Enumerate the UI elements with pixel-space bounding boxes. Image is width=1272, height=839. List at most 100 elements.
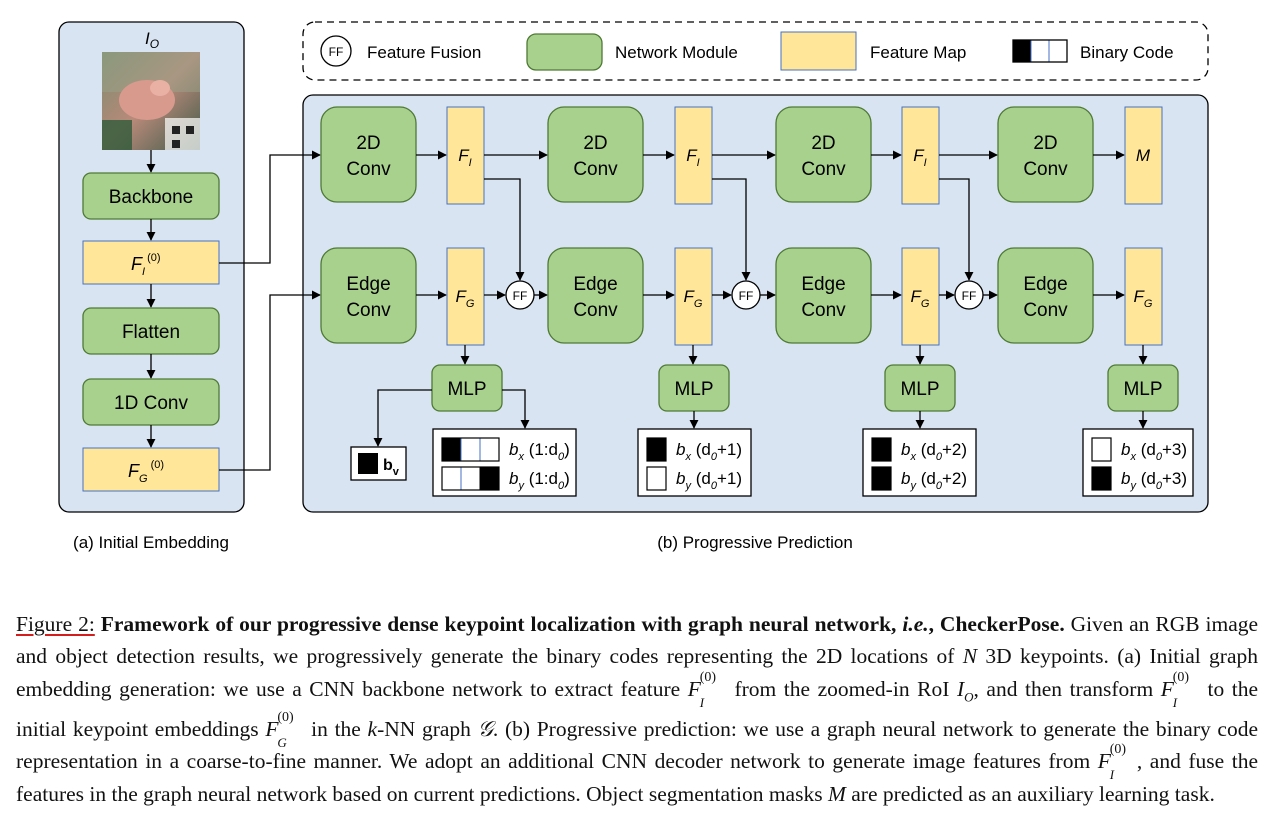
edge-conv-module-3-label-2: Conv (801, 300, 846, 321)
feature-map-fi-2-label: FI (686, 146, 699, 169)
code-box-4-bx-frame (1091, 437, 1112, 462)
edge-conv-module-4-label-2: Conv (1023, 300, 1068, 321)
ff-legend-icon (320, 35, 352, 67)
arrow-fi-to-ff-3 (939, 178, 974, 281)
conv2d-module-4-label-1: 2D (1033, 133, 1057, 154)
legend-feature-fusion: Feature Fusion (367, 43, 481, 62)
ff-node-2-label: FF (739, 289, 754, 303)
network-module-legend-icon (526, 33, 603, 71)
code-box-4-bx-bit-0 (1091, 437, 1112, 462)
feature-map-fi-2 (674, 106, 713, 205)
conv2d-module-1 (320, 106, 417, 203)
mlp-module-1 (431, 364, 503, 412)
bv-label: bv (383, 457, 400, 478)
caption-initial-embedding: (a) Initial Embedding (73, 533, 229, 552)
arrow-mlp-to-bv (373, 389, 432, 447)
svg-text:FG(0): FG(0) (128, 459, 164, 485)
svg-text:1D Conv: 1D Conv (114, 393, 188, 414)
code-box-1-bx-bit-2 (479, 437, 500, 462)
edge-conv-module-3-label-1: Edge (801, 274, 845, 295)
edge-conv-module-2-label-1: Edge (573, 274, 617, 295)
code-box-3-bx-label: bx (d0+2) (901, 440, 967, 463)
mlp-module-2-label: MLP (674, 379, 713, 400)
ff-node-1-label: FF (513, 289, 528, 303)
feature-map-fi-3 (901, 106, 940, 205)
feature-map-fg0 (82, 447, 220, 492)
caption-progressive-prediction: (b) Progressive Prediction (657, 533, 853, 552)
feature-map-fi-1-label: FI (458, 146, 471, 169)
feature-map-mask (1124, 106, 1163, 205)
legend-binary-code: Binary Code (1080, 43, 1174, 62)
feature-map-fg-1-label: FG (456, 287, 475, 310)
code-box-4-by-frame (1091, 466, 1112, 491)
code-box-1-bx-label: bx (1:d0) (509, 440, 570, 463)
code-box-1-bx-frame (441, 437, 500, 462)
edge-conv-module-2 (547, 247, 644, 344)
edge-conv-module-2-label-2: Conv (573, 300, 618, 321)
svg-text:FI(0): FI(0) (131, 252, 161, 278)
code-box-1-by-label: by (1:d0) (509, 469, 570, 492)
conv2d-module-3-label-1: 2D (811, 133, 835, 154)
arrow-mlp-to-codes-1 (502, 389, 530, 429)
figure-label: Figure 2: (16, 612, 95, 636)
feature-map-fi-3-label: FI (913, 146, 926, 169)
feature-map-fg-2-label: FG (684, 287, 703, 310)
svg-text:Backbone: Backbone (109, 187, 194, 208)
code-box-1-by-bit-1 (460, 466, 481, 491)
edge-conv-module-1 (320, 247, 417, 344)
caption-title-text: Framework of our progressive dense keypo… (100, 612, 897, 636)
conv2d-module-3 (775, 106, 872, 203)
conv2d-module-2 (547, 106, 644, 203)
code-box-1-by-bit-2 (479, 466, 500, 491)
mlp-module-4-label: MLP (1123, 379, 1162, 400)
feature-map-fi-1 (446, 106, 485, 205)
figure-caption: Figure 2: Framework of our progressive d… (16, 612, 1259, 806)
code-box-2-by-label: by (d0+1) (676, 469, 742, 492)
feature-map-fg-4 (1124, 247, 1163, 346)
code-box-2-bx-bit-0 (646, 437, 667, 462)
feature-map-legend-icon (780, 31, 857, 71)
mlp-module-3-label: MLP (900, 379, 939, 400)
code-box-4-by-bit-0 (1091, 466, 1112, 491)
feature-map-fg-4-label: FG (1134, 287, 1153, 310)
code-box-3-by-frame (871, 466, 892, 491)
conv2d-module-1-label-2: Conv (346, 159, 391, 180)
svg-text:Flatten: Flatten (122, 322, 180, 343)
conv2d-module-2-label-2: Conv (573, 159, 618, 180)
legend-network-module: Network Module (615, 43, 738, 62)
input-image (102, 52, 200, 150)
code-box-3-bx-frame (871, 437, 892, 462)
code-box-2-bx-frame (646, 437, 667, 462)
code-box-1-by-frame (441, 466, 500, 491)
feature-map-fg-1 (446, 247, 485, 346)
feature-map-fg-3-label: FG (911, 287, 930, 310)
feature-map-fi0 (82, 240, 220, 285)
conv2d-module-1-label-1: 2D (356, 133, 380, 154)
feature-map-fg-2 (674, 247, 713, 346)
code-box-4-bx-label: bx (d0+3) (1121, 440, 1187, 463)
ff-node-3-label: FF (962, 289, 977, 303)
feature-map-fg-3 (901, 247, 940, 346)
panel-progressive-prediction: 2DConvFIEdgeConvFG2DConvFIEdgeConvFG2DCo… (219, 94, 1209, 513)
binary-code-legend-icon (1012, 39, 1068, 63)
code-box-3-by-label: by (d0+2) (901, 469, 967, 492)
legend: FF Feature Fusion Network Module Feature… (302, 21, 1209, 81)
code-box-2-bx-label: bx (d0+1) (676, 440, 742, 463)
conv2d-module-2-label-1: 2D (583, 133, 607, 154)
framework-diagram: FF Feature Fusion Network Module Feature… (58, 21, 1209, 552)
code-box-3-bx-bit-0 (871, 437, 892, 462)
code-box-1-by-bit-0 (441, 466, 462, 491)
arrow-fi-to-ff-2 (712, 178, 751, 281)
edge-conv-module-4 (997, 247, 1094, 344)
code-box-4-by-label: by (d0+3) (1121, 469, 1187, 492)
code-box-1-bx-bit-1 (460, 437, 481, 462)
conv2d-module-3-label-2: Conv (801, 159, 846, 180)
conv2d-module-4 (997, 106, 1094, 203)
bv-bit (358, 453, 378, 474)
mlp-module-1-label: MLP (447, 379, 486, 400)
code-box-2-by-frame (646, 466, 667, 491)
edge-conv-module-1-label-2: Conv (346, 300, 391, 321)
edge-conv-module-4-label-1: Edge (1023, 274, 1067, 295)
edge-conv-module-3 (775, 247, 872, 344)
panel-initial-embedding: IO Backbone FI(0) Flatten 1D Conv FG(0) (58, 21, 245, 513)
